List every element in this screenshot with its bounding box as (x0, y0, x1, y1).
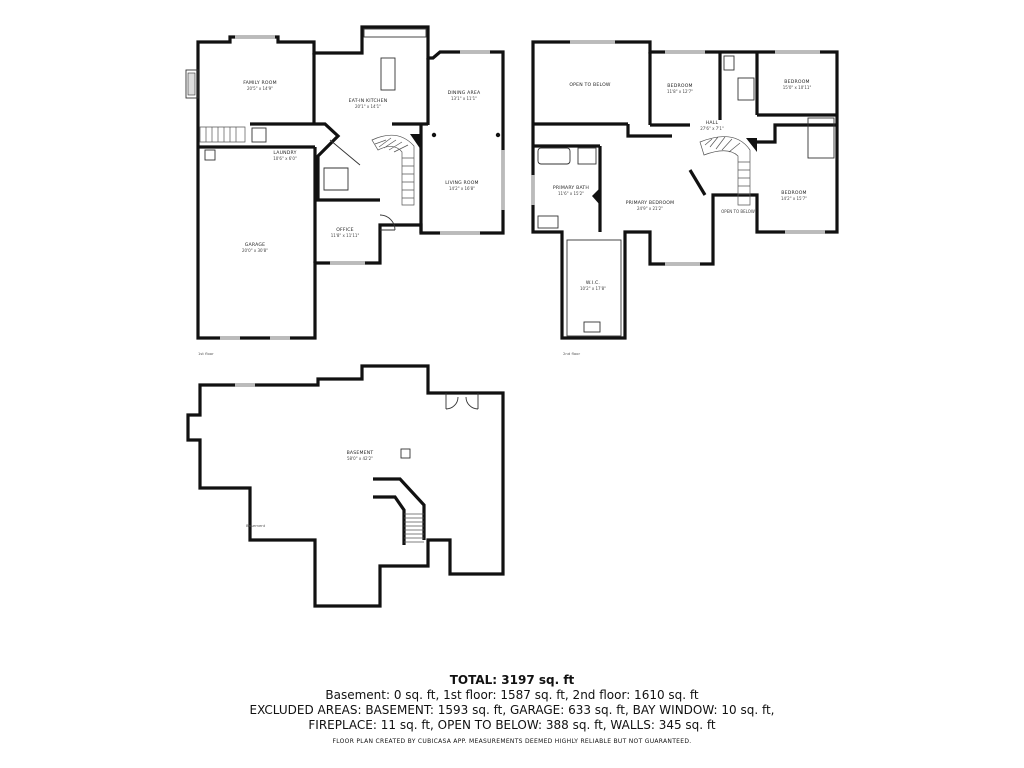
laundry-stairs (199, 126, 246, 143)
room-label-bedroom-2: BEDROOM (784, 79, 809, 85)
room-label-dining: DINING AREA (448, 90, 481, 96)
room-dims-primary-bath: 11'6" x 15'2" (558, 191, 584, 196)
first-floor-plan: FAMILY ROOM 20'5" x 14'9" EAT-IN KITCHEN… (185, 25, 505, 356)
room-label-family-room: FAMILY ROOM (243, 80, 276, 86)
room-label-hall: HALL (706, 120, 719, 126)
room-dims-primary-bedroom: 24'9" x 21'2" (637, 206, 663, 211)
fireplace (185, 69, 199, 99)
column-right (495, 132, 501, 138)
wall-hall (626, 124, 672, 138)
basement-double-door (445, 393, 479, 410)
primary-tub (537, 147, 571, 165)
kitchen-counter (363, 28, 427, 38)
bath-wedge (592, 188, 600, 205)
room-dims-bedroom-3: 14'2" x 15'7" (781, 196, 807, 201)
room-dims-hall: 27'6" x 7'1" (700, 126, 724, 131)
room-label-kitchen: EAT-IN KITCHEN (349, 98, 388, 104)
room-label-living: LIVING ROOM (445, 180, 478, 186)
second-floor-stairs (699, 136, 751, 206)
first-floor-stairs (371, 134, 415, 206)
garage-fixture (204, 149, 216, 161)
primary-shower (577, 147, 597, 165)
room-label-primary-bedroom: PRIMARY BEDROOM (626, 200, 675, 206)
room-dims-bedroom-1: 11'8" x 12'7" (667, 89, 693, 94)
wall-bed3-top (757, 123, 837, 144)
floor-label-second: 2nd floor (563, 351, 580, 356)
wall-diag (688, 169, 707, 196)
stair-wedge-second (746, 138, 757, 152)
room-dims-office: 11'8" x 11'11" (331, 233, 360, 238)
floor-label-first: 1st floor (198, 351, 214, 356)
kitchen-island (380, 57, 396, 91)
room-label-bedroom-3: BEDROOM (781, 190, 806, 196)
room-label-open-to-below: OPEN TO BELOW (569, 82, 611, 88)
basement-outline (186, 364, 505, 608)
basement-stair-wall-inner (373, 495, 406, 545)
hall-diagonal (329, 139, 361, 166)
disclaimer: FLOOR PLAN CREATED BY CUBICASA APP. MEAS… (332, 738, 692, 745)
excluded-areas-line-1: EXCLUDED AREAS: BASEMENT: 1593 sq. ft, G… (249, 703, 775, 717)
room-dims-laundry: 10'6" x 6'0" (273, 156, 297, 161)
hall-toilet (723, 55, 735, 71)
room-dims-basement: 58'0" x 42'2" (347, 456, 373, 461)
fireplace-hearth (187, 72, 196, 96)
front-door (379, 214, 396, 231)
stair-wedge-first (410, 134, 421, 150)
hall-tub (737, 77, 755, 101)
wic-bench (583, 321, 601, 333)
total-area: TOTAL: 3197 sq. ft (449, 673, 575, 687)
wic-shelves (566, 239, 622, 337)
laundry-appliance (251, 127, 267, 143)
room-label-basement: BASEMENT (347, 450, 374, 456)
room-label-office: OFFICE (336, 227, 354, 233)
room-dims-garage: 20'0" x 30'8" (242, 248, 268, 253)
room-label-laundry: LAUNDRY (273, 150, 296, 156)
wall-laundry (250, 122, 380, 202)
primary-vanity (537, 215, 559, 229)
room-label-open-to-below-small: OPEN TO BELOW (721, 209, 755, 214)
basement-post (400, 448, 411, 459)
room-dims-dining: 13'1" x 11'1" (451, 96, 477, 101)
basement-plan: BASEMENT 58'0" x 42'2" Basement (186, 364, 505, 608)
area-summary: TOTAL: 3197 sq. ft Basement: 0 sq. ft, 1… (0, 672, 1024, 749)
second-floor-plan: OPEN TO BELOW BEDROOM 11'8" x 12'7" BEDR… (531, 40, 839, 356)
room-dims-family-room: 20'5" x 14'9" (247, 86, 273, 91)
room-dims-living: 14'2" x 16'8" (449, 186, 475, 191)
first-floor-outline (196, 25, 505, 340)
room-dims-kitchen: 20'1" x 14'1" (355, 104, 381, 109)
room-label-bedroom-1: BEDROOM (667, 83, 692, 89)
room-label-garage: GARAGE (245, 242, 265, 248)
column-left (431, 132, 437, 138)
floor-label-basement: Basement (246, 523, 266, 528)
basement-stairs (404, 513, 424, 543)
room-label-primary-bath: PRIMARY BATH (553, 185, 589, 191)
bed3-bath (807, 117, 835, 159)
room-label-wic: W.I.C. (586, 280, 600, 286)
area-breakdown: Basement: 0 sq. ft, 1st floor: 1587 sq. … (325, 688, 699, 702)
hall-closet (323, 167, 349, 191)
basement-stair-wall-outer (373, 477, 426, 540)
excluded-areas-line-2: FIREPLACE: 11 sq. ft, OPEN TO BELOW: 388… (308, 718, 716, 732)
room-dims-bedroom-2: 15'0" x 10'11" (783, 85, 812, 90)
room-dims-wic: 10'2" x 17'8" (580, 286, 606, 291)
